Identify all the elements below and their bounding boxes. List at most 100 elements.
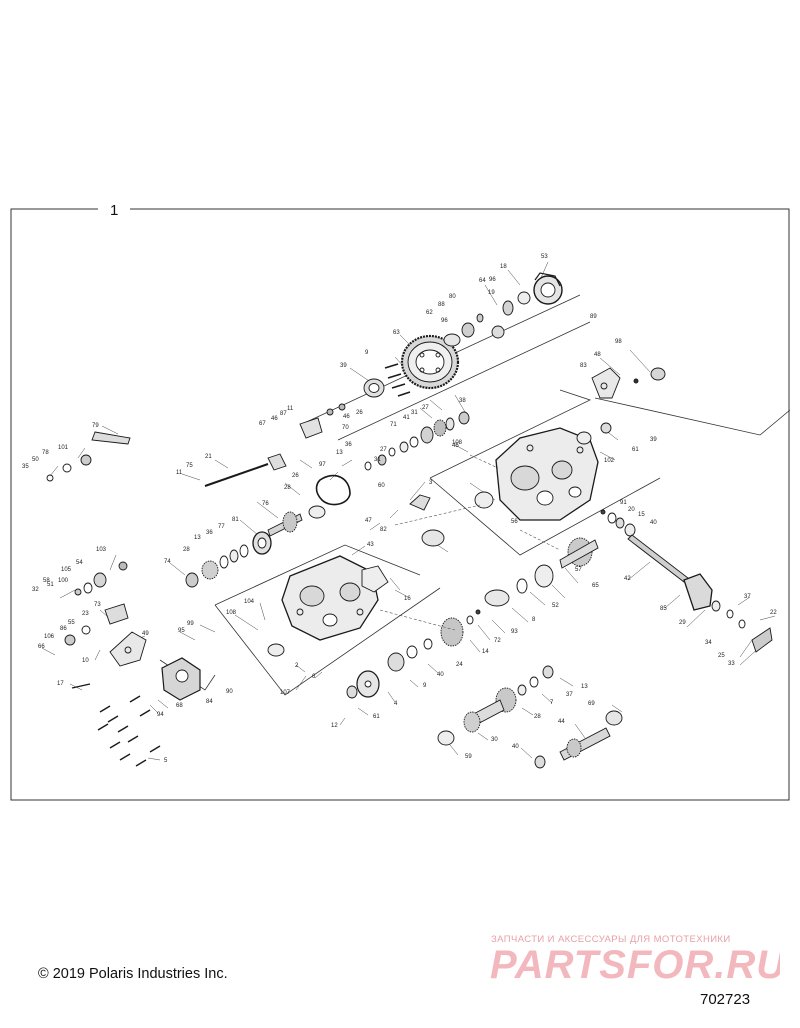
part-callout: 39 (650, 437, 657, 443)
part-callout: 100 (58, 578, 69, 584)
part-callout: 28 (284, 485, 291, 491)
part-callout: 40 (650, 520, 657, 526)
part-callout: 13 (581, 684, 588, 690)
part-callout: 58 (43, 578, 50, 584)
differential-housing (533, 272, 563, 305)
part-callout: 51 (47, 582, 54, 588)
part-callout: 18 (500, 264, 507, 270)
part-callout: 17 (57, 681, 64, 687)
part-callout: 45 (452, 443, 459, 449)
part-callout: 12 (331, 723, 338, 729)
part-callout: 36 (345, 442, 352, 448)
part-callout: 103 (96, 547, 107, 553)
part-callout: 7 (550, 700, 554, 706)
part-callout: 49 (142, 631, 149, 637)
part-callout: 84 (206, 699, 213, 705)
part-callout: 105 (61, 567, 72, 573)
part-callout: 73 (94, 602, 101, 608)
part-callout: 72 (494, 638, 501, 644)
part-callout: 40 (437, 672, 444, 678)
part-callout: 5 (164, 758, 168, 764)
part-callout: 33 (728, 661, 735, 667)
part-callout: 19 (488, 290, 495, 296)
part-callout: 68 (176, 703, 183, 709)
part-callout: 61 (373, 714, 380, 720)
part-callout: 108 (452, 440, 463, 446)
callout-labels: 5318966489198088629663984883939793827314… (22, 254, 777, 764)
part-callout: 3 (429, 480, 433, 486)
part-callout: 27 (422, 405, 429, 411)
part-callout: 96 (489, 277, 496, 283)
part-callout: 10 (82, 658, 89, 664)
part-callout: 95 (178, 628, 185, 634)
part-callout: 13 (336, 450, 343, 456)
svg-text:PARTSFOR.RU: PARTSFOR.RU (490, 944, 780, 986)
part-callout: 46 (271, 416, 278, 422)
part-callout: 6 (312, 674, 316, 680)
part-callout: 106 (44, 634, 55, 640)
part-callout: 9 (423, 683, 427, 689)
part-callout: 48 (594, 352, 601, 358)
part-callout: 37 (744, 594, 751, 600)
part-callout: 50 (32, 457, 39, 463)
part-callout: 63 (393, 330, 400, 336)
part-callout: 31 (374, 457, 381, 463)
part-callout: 88 (438, 302, 445, 308)
part-callout: 104 (244, 599, 255, 605)
part-callout: 4 (394, 701, 398, 707)
subassembly-outlines (159, 294, 791, 696)
part-callout: 108 (226, 610, 237, 616)
part-callout: 67 (259, 421, 266, 427)
part-callout: 93 (511, 629, 518, 635)
part-callout: 102 (604, 458, 615, 464)
part-callout: 75 (186, 463, 193, 469)
part-callout: 35 (22, 464, 29, 470)
part-callout: 65 (592, 583, 599, 589)
part-callout: 71 (390, 422, 397, 428)
part-callout: 80 (449, 294, 456, 300)
part-callout: 69 (588, 701, 595, 707)
chain-loop (315, 474, 351, 506)
part-callout: 77 (218, 524, 225, 530)
part-callout: 42 (624, 576, 631, 582)
part-callout: 38 (459, 398, 466, 404)
part-callout: 13 (194, 535, 201, 541)
part-callout: 14 (482, 649, 489, 655)
part-callout: 23 (82, 611, 89, 617)
part-callout: 28 (534, 714, 541, 720)
part-callout: 91 (620, 500, 627, 506)
part-callout: 46 (343, 414, 350, 420)
part-callout: 87 (280, 411, 287, 417)
part-callout: 28 (183, 547, 190, 553)
part-callout: 30 (491, 737, 498, 743)
part-callout: 27 (380, 447, 387, 453)
part-callout: 76 (262, 501, 269, 507)
part-callout: 90 (226, 689, 233, 695)
part-callout: 22 (770, 610, 777, 616)
part-callout: 62 (426, 310, 433, 316)
part-callout: 85 (660, 606, 667, 612)
part-callout: 24 (456, 662, 463, 668)
part-callout: 70 (342, 425, 349, 431)
part-callout: 82 (380, 527, 387, 533)
part-callout: 9 (365, 350, 369, 356)
part-callout: 55 (68, 620, 75, 626)
part-callout: 8 (532, 617, 536, 623)
part-callout: 98 (615, 339, 622, 345)
part-callout: 11 (287, 406, 294, 412)
part-callout: 89 (590, 314, 597, 320)
part-callout: 96 (441, 318, 448, 324)
watermark-tagline: ЗАПЧАСТИ И АКСЕССУАРЫ ДЛЯ МОТОТЕХНИКИ (491, 934, 731, 945)
part-callout: 34 (705, 640, 712, 646)
part-callout: 101 (58, 445, 69, 451)
part-callout: 79 (92, 423, 99, 429)
part-callout: 43 (367, 542, 374, 548)
part-callout: 107 (280, 690, 291, 696)
part-callout: 60 (378, 483, 385, 489)
assembly-guides (379, 454, 561, 631)
part-illustrations (46, 272, 773, 769)
part-callout: 41 (403, 415, 410, 421)
part-callout: 26 (356, 410, 363, 416)
part-callout: 2 (295, 663, 299, 669)
part-callout: 59 (465, 754, 472, 760)
